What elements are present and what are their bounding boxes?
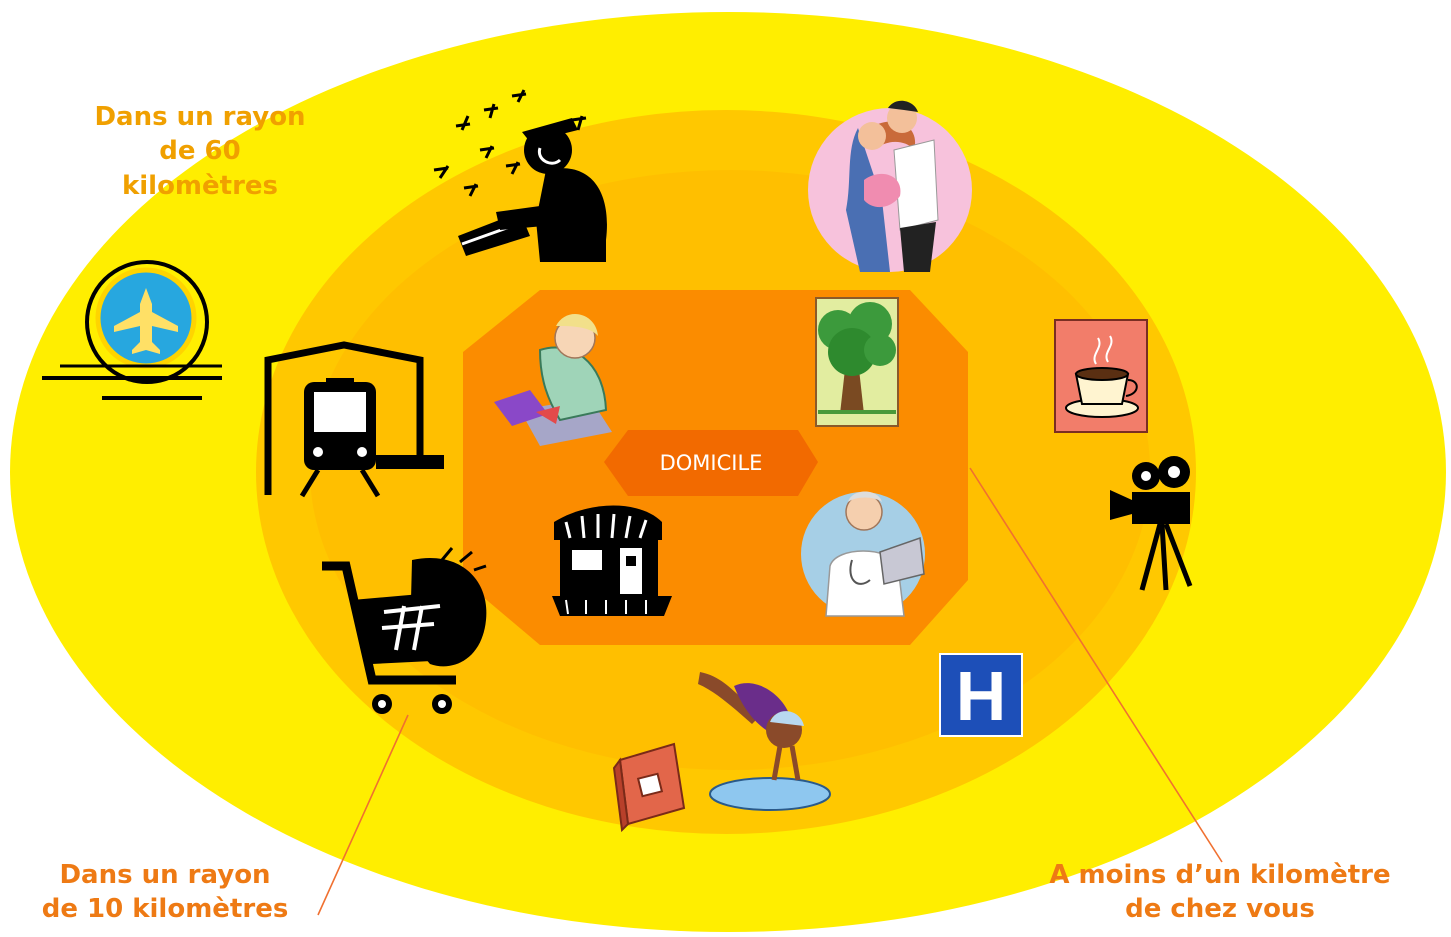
cinema-camera-icon <box>1110 456 1193 591</box>
home-badge <box>604 430 818 496</box>
library-book-icon <box>612 742 686 833</box>
label-line: kilomètres <box>121 170 279 201</box>
label-line: de chez vous <box>1125 894 1315 925</box>
swimming-pool-icon <box>698 672 831 811</box>
airport-icon <box>42 260 222 400</box>
park-tree-icon <box>815 297 899 427</box>
leader-line-10km <box>317 714 409 916</box>
train-station-icon <box>264 341 444 498</box>
school-child-icon <box>494 313 612 446</box>
label-line: de 60 <box>159 136 241 167</box>
label-radius-10km: Dans un rayon de 10 kilomètres <box>10 858 320 927</box>
label-line: Dans un rayon <box>94 102 306 132</box>
supermarket-cart-icon <box>322 547 487 714</box>
handyman-icon <box>433 89 607 262</box>
label-line: A moins d’un kilomètre <box>1049 860 1391 890</box>
leader-line-1km <box>969 467 1223 863</box>
label-line: de 10 kilomètres <box>41 894 289 925</box>
family-icon <box>808 100 972 272</box>
hospital-icon: H <box>939 653 1023 737</box>
label-radius-1km: A moins d’un kilomètre de chez vous <box>1030 858 1410 927</box>
doctor-icon <box>801 491 925 617</box>
home-label: DOMICILE <box>659 451 763 475</box>
label-radius-60km: Dans un rayon de 60 kilomètres <box>60 100 340 203</box>
label-line: Dans un rayon <box>59 860 271 890</box>
shop-icon <box>552 505 672 616</box>
hospital-letter: H <box>956 657 1007 735</box>
cafe-icon <box>1054 319 1148 433</box>
